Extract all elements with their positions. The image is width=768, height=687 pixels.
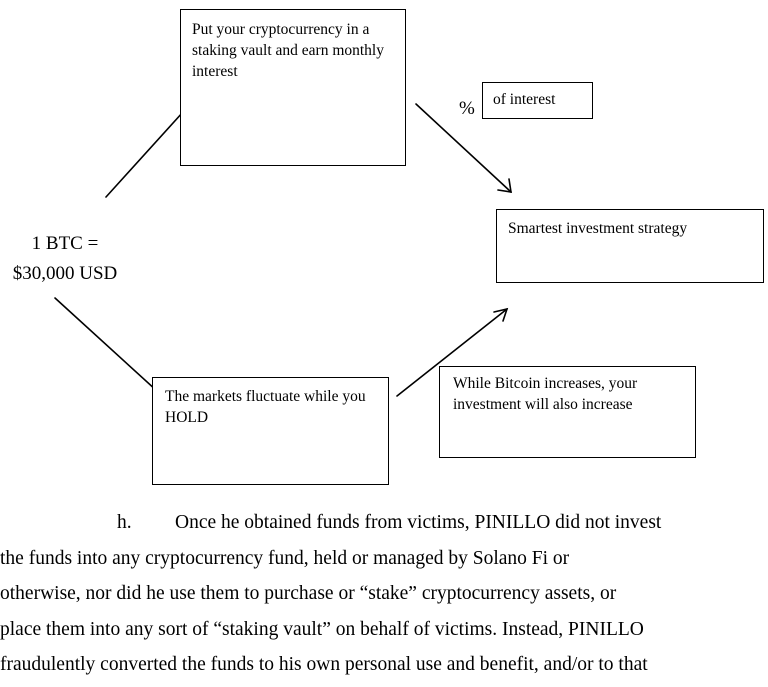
btc-price-label: 1 BTC = $30,000 USD — [0, 229, 130, 289]
arrow-markets-to-strategy — [396, 308, 508, 397]
bitcoin-increase-box: While Bitcoin increases, your investment… — [439, 366, 696, 458]
arrow-btc-to-vault — [105, 111, 184, 198]
paragraph-line-text: Once he obtained funds from victims, PIN… — [175, 512, 662, 533]
bitcoin-increase-text: While Bitcoin increases, your investment… — [453, 375, 638, 413]
markets-text: The markets fluctuate while you HOLD — [165, 388, 366, 426]
paragraph-number: h. — [117, 512, 132, 533]
interest-box: of interest — [482, 82, 593, 119]
interest-text: of interest — [493, 91, 556, 108]
btc-line-1: 1 BTC = — [31, 233, 99, 254]
arrowhead-strategy-top — [497, 178, 512, 193]
paragraph-line: the funds into any cryptocurrency fund, … — [0, 547, 570, 569]
percent-symbol: % — [459, 98, 475, 119]
arrow-btc-to-markets — [54, 297, 158, 392]
staking-vault-text: Put your cryptocurrency in a staking vau… — [192, 21, 384, 80]
arrowhead-strategy-bottom — [493, 307, 509, 322]
strategy-box: Smartest investment strategy — [496, 209, 764, 283]
strategy-text: Smartest investment strategy — [508, 220, 688, 237]
btc-line-2: $30,000 USD — [12, 263, 118, 284]
paragraph-line: h. Once he obtained funds from victims, P… — [0, 505, 768, 541]
paragraph-line: place them into any sort of “staking vau… — [0, 618, 644, 640]
paragraph-h: h. Once he obtained funds from victims, P… — [0, 505, 768, 683]
arrow-vault-to-strategy — [415, 103, 512, 193]
markets-box: The markets fluctuate while you HOLD — [152, 377, 389, 485]
paragraph-line: fraudulently converted the funds to his … — [0, 654, 648, 675]
staking-vault-box: Put your cryptocurrency in a staking vau… — [180, 9, 406, 166]
paragraph-line: otherwise, nor did he use them to purcha… — [0, 583, 617, 604]
